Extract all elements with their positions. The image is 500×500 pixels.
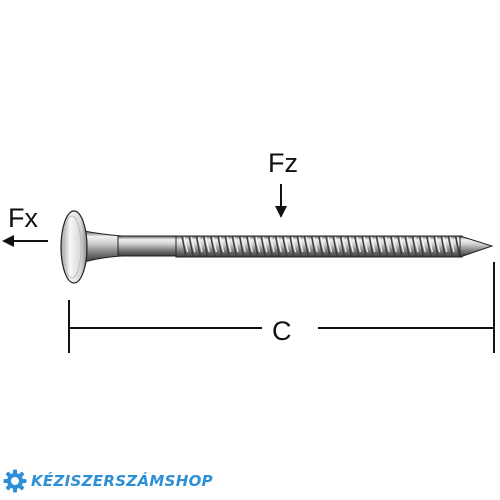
fx-label: Fx xyxy=(8,203,38,233)
dimension-c-label: C xyxy=(272,316,292,346)
watermark-logo: KÉZISZERSZÁMSHOP xyxy=(3,466,213,496)
shank-rings xyxy=(181,235,462,258)
gear-icon xyxy=(3,469,27,493)
dimension-c xyxy=(68,300,494,353)
fx-arrow xyxy=(2,235,48,247)
fz-arrow xyxy=(275,184,287,218)
ring-shank-nail xyxy=(60,210,494,284)
watermark-text: KÉZISZERSZÁMSHOP xyxy=(31,472,213,490)
fz-label: Fz xyxy=(268,148,298,178)
